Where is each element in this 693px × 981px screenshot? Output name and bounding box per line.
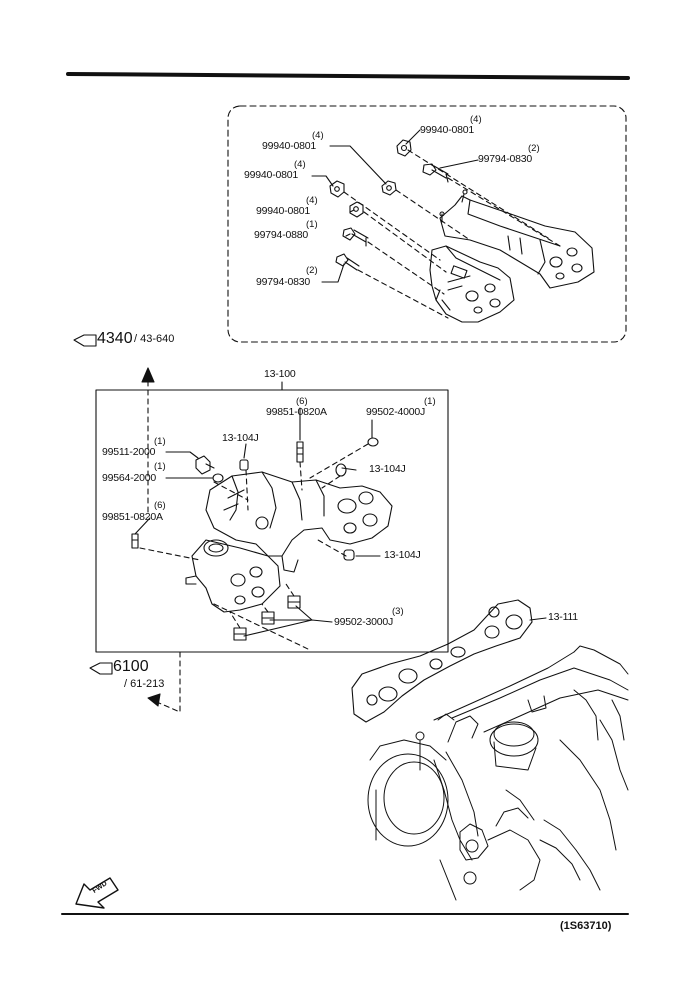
sleeve-1 [233,627,247,641]
inset-part-4: 99940-0801 [256,205,311,217]
inset-manifold-front [429,245,515,323]
inset-part-5: 99794-0880 [254,229,309,241]
inset-part-1: 99794-0830 [478,153,533,165]
intake-manifold [205,471,393,573]
assembly-frame-13-100 [95,389,449,653]
main-qty-1: (1) [424,396,436,407]
inset-qty-3: (4) [294,159,306,170]
lower-flange [185,539,281,613]
inset-part-6: 99794-0830 [256,276,311,288]
main-qty-0: (6) [296,396,308,407]
stud-99851-top [296,441,304,463]
inset-bolt-3 [335,253,360,271]
ref-4340-sub[interactable]: / 43-640 [134,333,175,345]
inset-frame [227,105,627,343]
main-part-0: 99851-0820A [266,406,327,418]
inset-nut-2 [381,180,397,196]
sleeve-3 [287,595,301,609]
gasket-13-111 [351,599,533,723]
main-part-2: 13-104J [222,432,259,444]
plug-13-104J-lower [343,549,355,561]
ref-6100-hand-icon [89,662,113,675]
ref-6100-sub[interactable]: / 61-213 [124,678,165,690]
washer-99564 [212,473,224,483]
stud-99851-left [131,533,139,549]
group-label-13-100: 13-100 [264,368,296,380]
main-part-6: 99851-0820A [102,511,163,523]
main-part-5: 99564-2000 [102,472,157,484]
header-rule [66,72,630,80]
inset-qty-5: (1) [306,219,318,230]
inset-qty-4: (4) [306,195,318,206]
main-qty-4: (1) [154,436,166,447]
fwd-arrow-icon [75,877,119,909]
ref-4340-number[interactable]: 4340 [97,330,133,347]
plug-13-104J-right [335,463,347,477]
ref-6100-number[interactable]: 6100 [113,658,149,675]
fitting-99511 [195,455,215,475]
main-part-8: 99502-3000J [334,616,394,628]
main-part-4: 99511-2000 [102,446,156,458]
inset-bolt-2 [342,227,369,247]
inset-qty-1: (2) [528,143,540,154]
main-part-7: 13-104J [384,549,421,561]
main-qty-5: (1) [154,461,166,472]
inset-manifold-rear [439,189,595,289]
main-part-1: 99502-4000J [366,406,426,418]
inset-nut-3 [329,180,345,198]
inset-qty-0: (4) [470,114,482,125]
inset-nut-1 [396,139,412,157]
group-label-13-111: 13-111 [548,611,578,623]
plug-13-104J-top [239,459,249,471]
inset-part-3: 99940-0801 [244,169,299,181]
inset-part-2: 99940-0801 [262,140,317,152]
diagram-code: (1S63710) [560,920,612,932]
ref-4340-hand-icon [73,334,97,347]
inset-part-0: 99940-0801 [420,124,475,136]
inset-nut-4 [349,201,364,218]
main-qty-6: (6) [154,500,166,511]
sleeve-2 [261,611,275,625]
main-part-3: 13-104J [369,463,406,475]
engine-illustration [367,645,629,901]
main-qty-8: (3) [392,606,404,617]
washer-99502-4000 [367,437,379,447]
inset-qty-6: (2) [306,265,318,276]
inset-qty-2: (4) [312,130,324,141]
